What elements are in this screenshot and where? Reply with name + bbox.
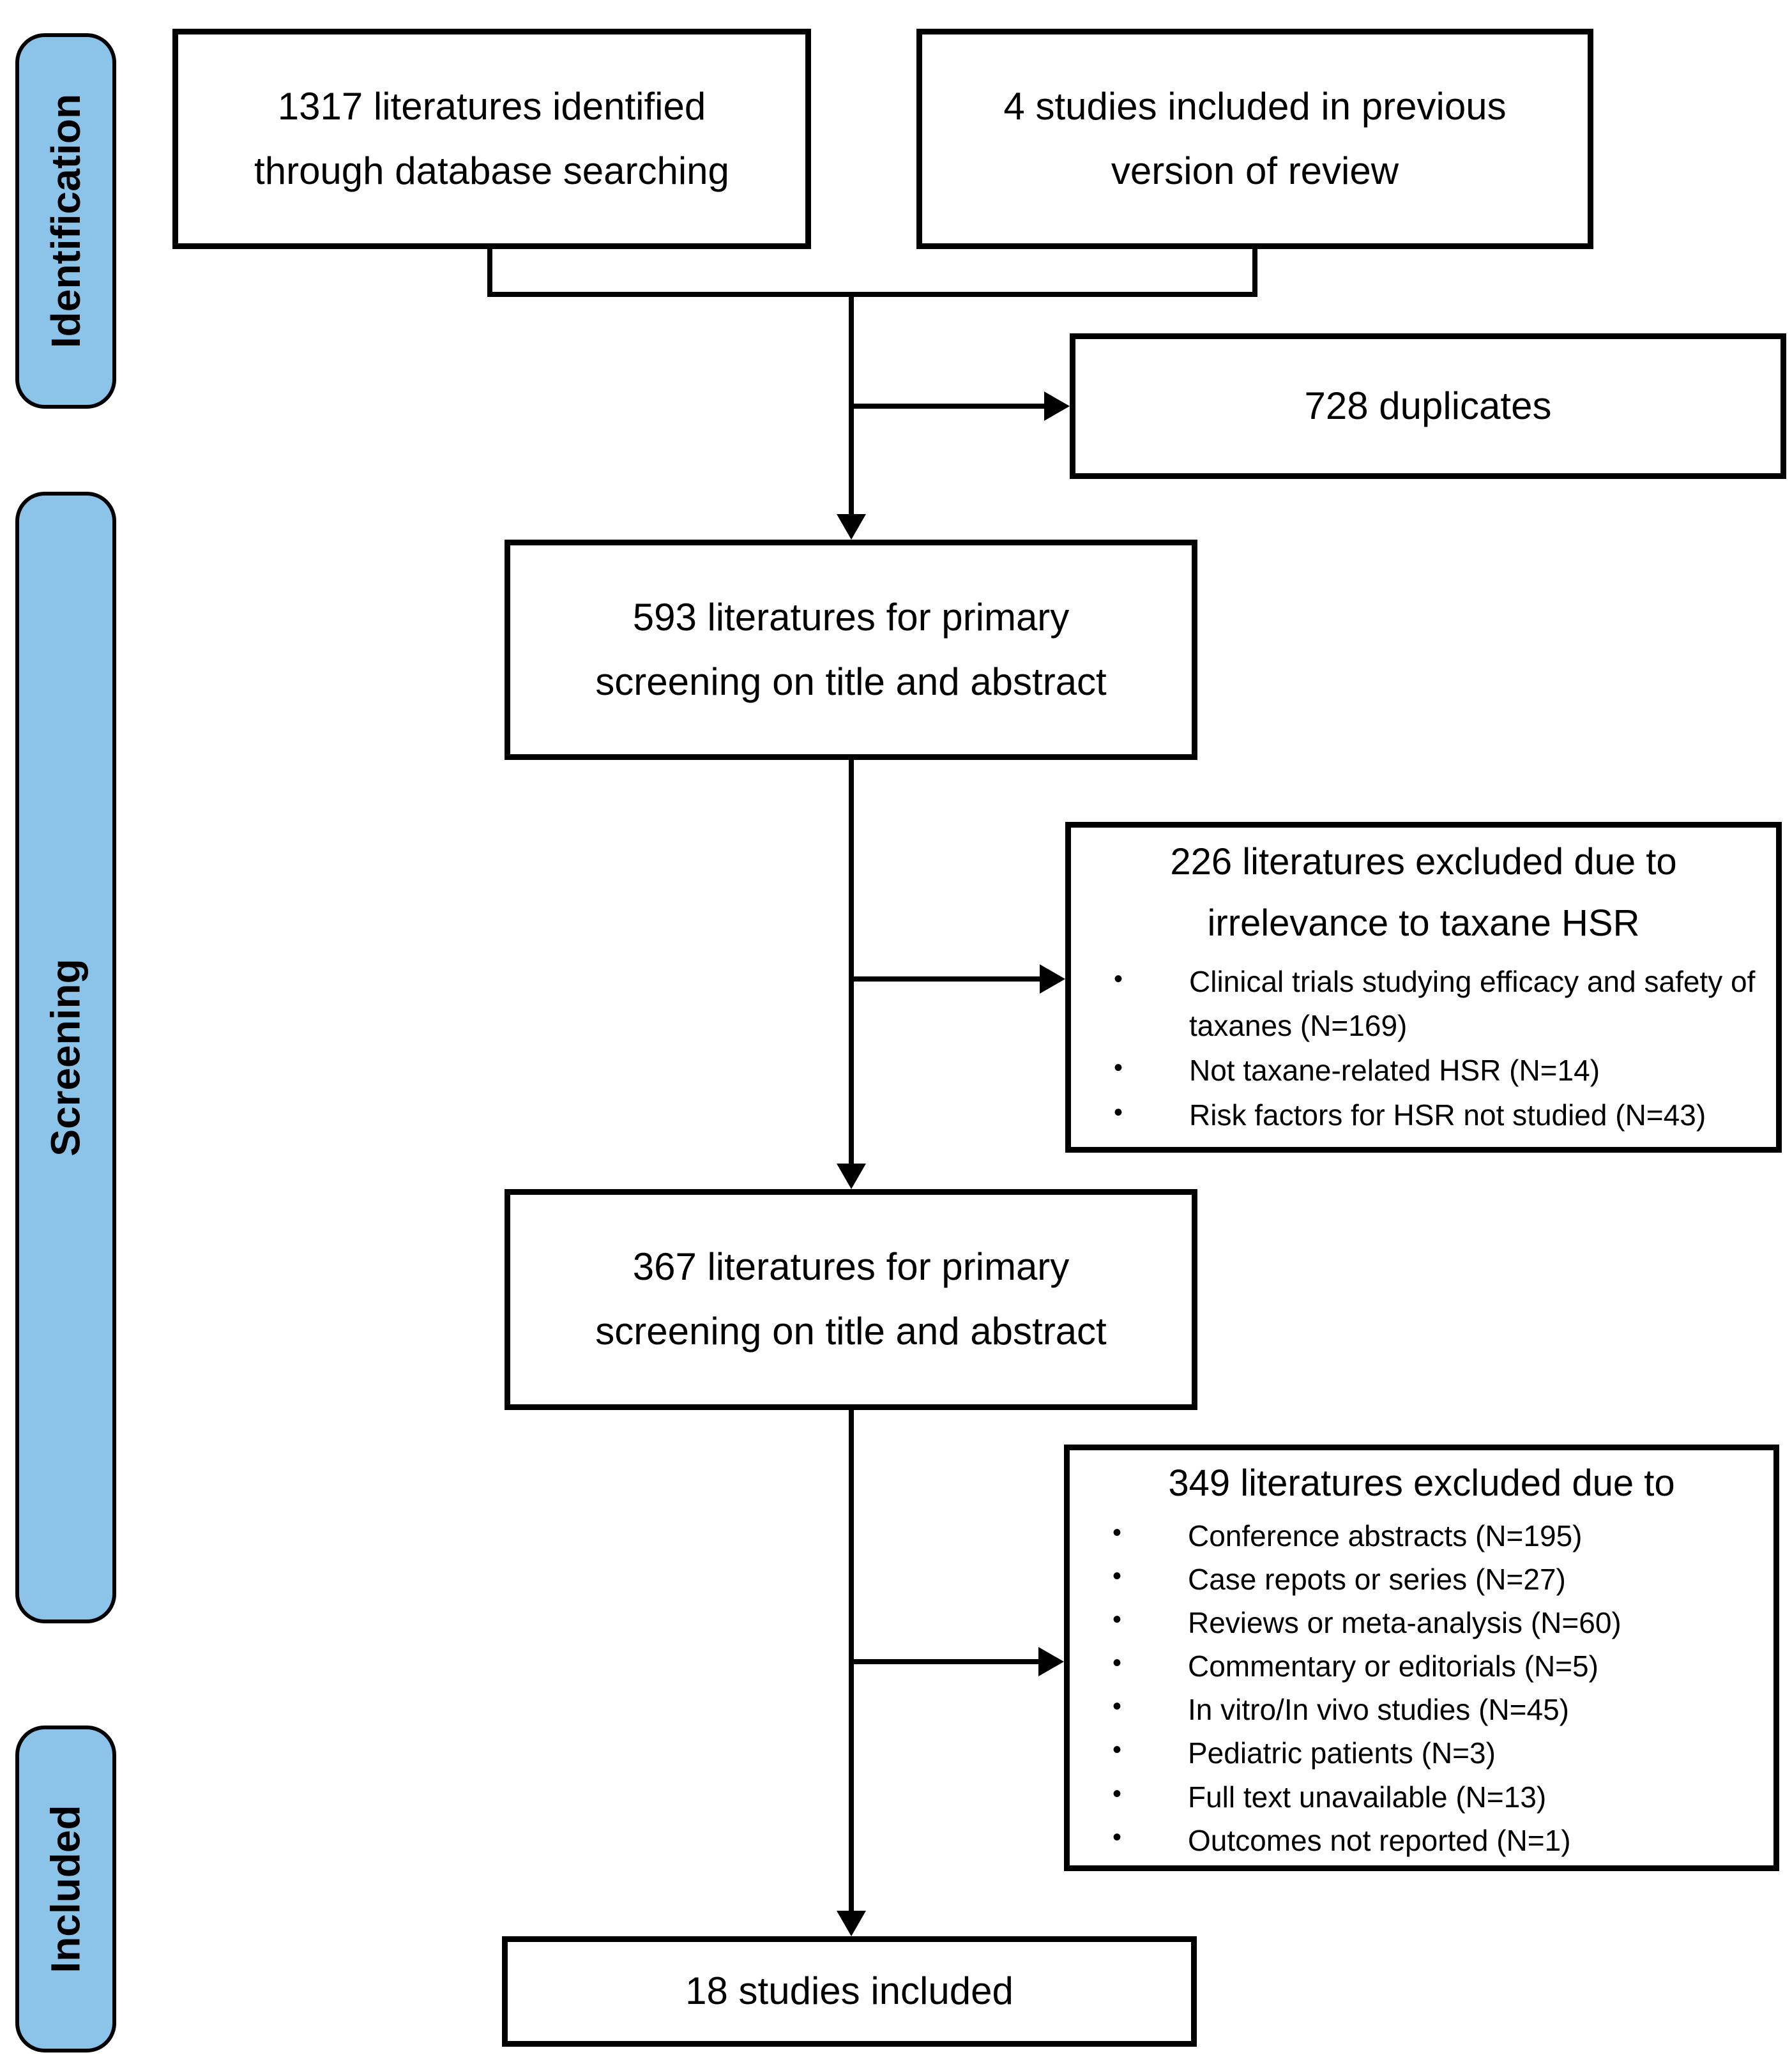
connector-main-2: [849, 760, 854, 1165]
box-included-18: 18 studies included: [502, 1936, 1197, 2047]
box-screened-367-text: 367 literatures for primary screening on…: [595, 1245, 1107, 1353]
connector-merge-horizontal: [487, 292, 1257, 297]
stage-label-included: Included: [43, 1805, 89, 1973]
list-item: • Full text unavailable (N=13): [1105, 1775, 1773, 1819]
excluded-226-bullet-list: • Clinical trials studying efficacy and …: [1071, 960, 1776, 1139]
box-excluded-226: 226 literatures excluded due to irreleva…: [1065, 822, 1782, 1153]
list-item: • Conference abstracts (N=195): [1105, 1514, 1773, 1558]
bullet-icon: •: [1112, 1779, 1122, 1808]
stage-tag-identification: Identification: [15, 33, 116, 409]
bullet-icon: •: [1112, 1562, 1122, 1591]
list-item: • Outcomes not reported (N=1): [1105, 1819, 1773, 1862]
box-identified: 1317 literatures identified through data…: [172, 29, 811, 249]
box-included-18-text: 18 studies included: [685, 1969, 1014, 2013]
box-excluded-349: 349 literatures excluded due to • Confer…: [1064, 1445, 1779, 1871]
connector-branch-duplicates: [849, 404, 1045, 409]
box-excluded-226-title: 226 literatures excluded due to irreleva…: [1170, 841, 1677, 944]
arrowhead-right-icon: [1038, 1647, 1064, 1676]
bullet-icon: •: [1112, 1692, 1122, 1721]
bullet-icon: •: [1112, 1736, 1122, 1764]
stage-label-identification: Identification: [43, 93, 89, 349]
box-duplicates-text: 728 duplicates: [1304, 384, 1552, 427]
bullet-icon: •: [1114, 964, 1123, 993]
connector-branch-excluded-349: [849, 1659, 1040, 1664]
box-previous-version-text: 4 studies included in previous version o…: [1003, 84, 1507, 192]
box-duplicates: 728 duplicates: [1070, 333, 1786, 479]
box-previous-version: 4 studies included in previous version o…: [916, 29, 1593, 249]
bullet-icon: •: [1112, 1649, 1122, 1678]
connector-previous-stub: [1252, 249, 1257, 297]
list-item: • Pediatric patients (N=3): [1105, 1731, 1773, 1775]
arrowhead-down-icon: [837, 1911, 866, 1936]
bullet-icon: •: [1112, 1823, 1122, 1851]
box-screened-593: 593 literatures for primary screening on…: [505, 540, 1197, 760]
box-excluded-349-title: 349 literatures excluded due to: [1168, 1462, 1675, 1504]
bullet-icon: •: [1114, 1098, 1123, 1127]
bullet-icon: •: [1112, 1519, 1122, 1547]
list-item: • Case repots or series (N=27): [1105, 1558, 1773, 1601]
stage-label-screening: Screening: [43, 959, 89, 1157]
bullet-icon: •: [1112, 1605, 1122, 1634]
box-identified-text: 1317 literatures identified through data…: [254, 84, 729, 192]
list-item: • Clinical trials studying efficacy and …: [1106, 960, 1776, 1049]
arrowhead-right-icon: [1040, 964, 1065, 994]
list-item: • Risk factors for HSR not studied (N=43…: [1106, 1093, 1776, 1138]
stage-tag-included: Included: [15, 1726, 116, 2052]
box-screened-593-text: 593 literatures for primary screening on…: [595, 595, 1107, 703]
stage-tag-screening: Screening: [15, 492, 116, 1623]
list-item: • In vitro/In vivo studies (N=45): [1105, 1688, 1773, 1731]
list-item: • Not taxane-related HSR (N=14): [1106, 1049, 1776, 1093]
list-item: • Reviews or meta-analysis (N=60): [1105, 1601, 1773, 1644]
bullet-icon: •: [1114, 1054, 1123, 1082]
arrowhead-down-icon: [837, 514, 866, 540]
connector-branch-excluded-226: [849, 976, 1041, 982]
arrowhead-right-icon: [1044, 391, 1070, 421]
arrowhead-down-icon: [837, 1164, 866, 1189]
connector-identified-stub: [487, 249, 492, 297]
box-screened-367: 367 literatures for primary screening on…: [505, 1189, 1197, 1410]
list-item: • Commentary or editorials (N=5): [1105, 1644, 1773, 1688]
excluded-349-bullet-list: • Conference abstracts (N=195) • Case re…: [1070, 1514, 1773, 1862]
